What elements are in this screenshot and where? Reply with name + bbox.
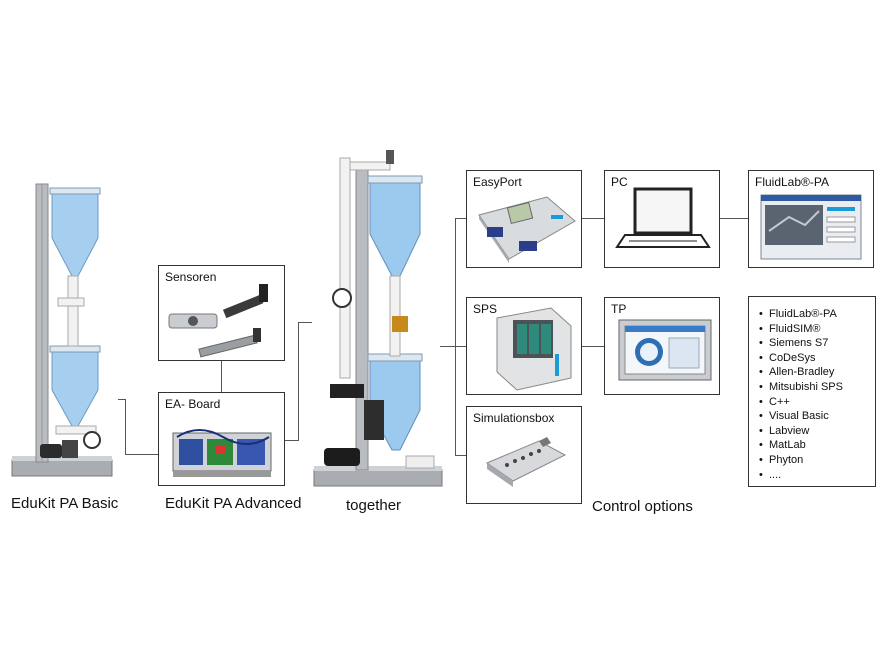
control-option-label: FluidSIM® — [769, 322, 821, 335]
control-option-item: • Visual Basic — [759, 409, 843, 424]
bullet: • — [759, 410, 763, 423]
fluidlab-screenshot — [760, 194, 862, 260]
bullet: • — [759, 337, 763, 350]
connector-line — [455, 346, 466, 347]
fluidlab-label: FluidLab®-PA — [755, 175, 829, 189]
caption-edukit-advanced: EduKit PA Advanced — [165, 495, 302, 512]
connector-line — [720, 218, 748, 219]
touch-panel-image — [618, 319, 712, 381]
edukit-basic-image — [8, 178, 118, 488]
connector-line — [221, 361, 222, 392]
sensoren-label: Sensoren — [165, 270, 217, 284]
control-option-label: Siemens S7 — [769, 337, 829, 350]
fluidlab-box: FluidLab®-PA — [748, 170, 874, 268]
control-option-item: • FluidLab®-PA — [759, 307, 843, 322]
control-option-item: • FluidSIM® — [759, 322, 843, 337]
tp-label: TP — [611, 302, 627, 316]
sps-box: SPS — [466, 297, 582, 395]
control-option-item: • Mitsubishi SPS — [759, 380, 843, 395]
connector-line — [455, 455, 466, 456]
bullet: • — [759, 322, 763, 335]
control-options-list: • FluidLab®-PA • FluidSIM® • Siemens S7 • CoDeS… — [759, 307, 843, 482]
bullet: • — [759, 395, 763, 408]
ea-board-label: EA- Board — [165, 397, 221, 411]
control-option-label: Phyton — [769, 453, 804, 466]
sensoren-box: Sensoren — [158, 265, 285, 361]
ea-board-box: EA- Board — [158, 392, 285, 486]
bullet: • — [759, 380, 763, 393]
edukit-basic-drawing — [11, 183, 113, 477]
ea-board-image — [172, 429, 272, 477]
bullet: • — [759, 308, 763, 320]
control-option-label: Allen-Bradley — [769, 366, 835, 379]
sensors-image — [168, 284, 268, 358]
bullet: • — [759, 424, 763, 437]
connector-line — [285, 440, 299, 441]
bullet: • — [759, 351, 763, 364]
bullet: • — [759, 453, 763, 466]
bullet: • — [759, 468, 763, 481]
control-option-label: Mitsubishi SPS — [769, 380, 843, 393]
connector-line — [125, 454, 158, 455]
control-option-item: • MatLab — [759, 438, 843, 453]
laptop-icon — [615, 187, 711, 248]
control-option-label: MatLab — [769, 439, 806, 452]
control-option-item: • Allen-Bradley — [759, 365, 843, 380]
sps-controller-image — [496, 307, 572, 391]
easyport-label: EasyPort — [473, 175, 522, 189]
simulationsbox-image — [485, 437, 567, 487]
control-option-item: • Labview — [759, 424, 843, 439]
control-option-item: • CoDeSys — [759, 351, 843, 366]
control-option-item: •.... — [759, 468, 843, 483]
edukit-together-image — [310, 148, 450, 493]
connector-line — [582, 218, 604, 219]
pc-label: PC — [611, 175, 628, 189]
tp-box: TP — [604, 297, 720, 395]
connector-line — [440, 346, 456, 347]
simulationsbox-box: Simulationsbox — [466, 406, 582, 504]
connector-line — [455, 218, 456, 455]
control-option-label: C++ — [769, 395, 790, 408]
connector-line — [455, 218, 466, 219]
edukit-together-drawing — [313, 150, 443, 487]
control-option-item: • Siemens S7 — [759, 336, 843, 351]
connector-line — [125, 399, 126, 454]
caption-together: together — [346, 497, 402, 514]
sps-label: SPS — [473, 302, 498, 316]
bullet: • — [759, 439, 763, 452]
connector-line — [298, 322, 299, 441]
bullet: • — [759, 366, 763, 379]
control-option-label: Labview — [769, 424, 810, 437]
control-option-label: CoDeSys — [769, 351, 816, 364]
caption-edukit-basic: EduKit PA Basic — [11, 495, 119, 512]
control-options-list-box: • FluidLab®-PA • FluidSIM® • Siemens S7 • CoDeS… — [748, 296, 876, 487]
control-option-item: • C++ — [759, 395, 843, 410]
control-option-label: FluidLab®-PA — [769, 308, 837, 320]
easyport-box: EasyPort — [466, 170, 582, 268]
connector-line — [118, 399, 126, 400]
connector-line — [582, 346, 604, 347]
connector-line — [298, 322, 312, 323]
easyport-image — [478, 196, 576, 263]
control-option-label: .... — [769, 468, 782, 481]
simulationsbox-label: Simulationsbox — [473, 411, 555, 425]
control-option-item: • Phyton — [759, 453, 843, 468]
control-option-label: Visual Basic — [769, 410, 829, 423]
caption-control-options: Control options — [592, 498, 693, 515]
pc-box: PC — [604, 170, 720, 268]
